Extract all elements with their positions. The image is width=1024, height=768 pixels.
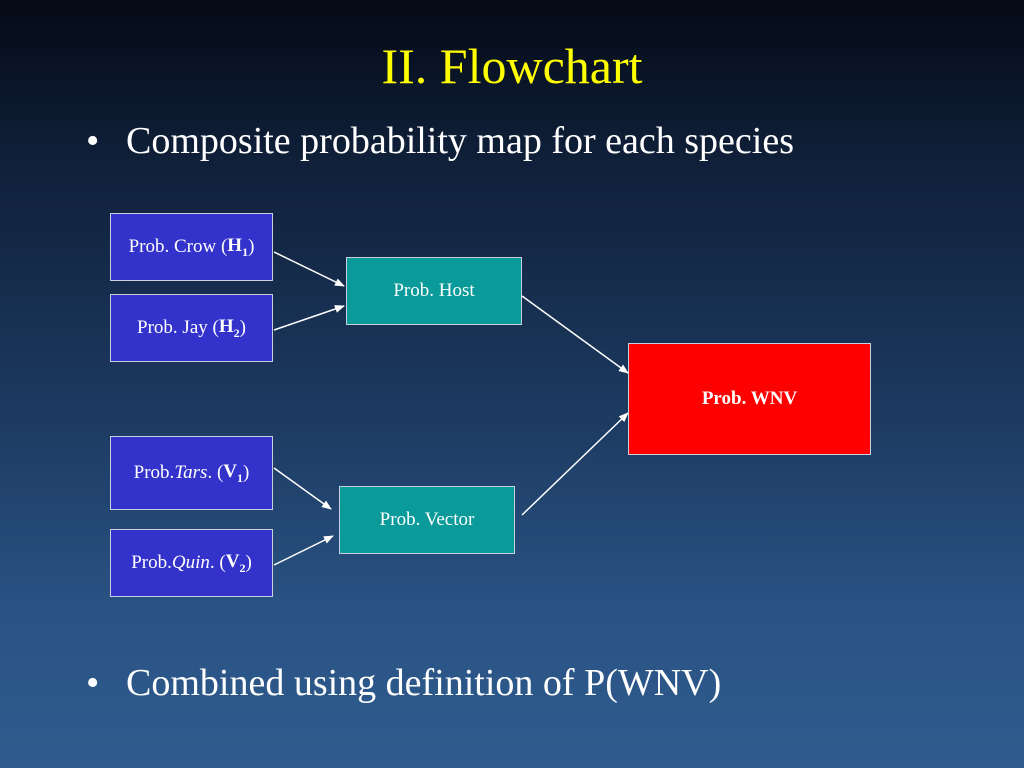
arrow-crow-to-host	[273, 251, 345, 287]
node-prob-host: Prob. Host	[346, 257, 522, 325]
bullet-marker: •	[86, 662, 100, 704]
arrow-jay-to-host	[273, 305, 345, 331]
node-prob-tars-var: V1	[223, 460, 243, 485]
arrow-quin-to-vector	[273, 535, 334, 566]
node-prob-tars-species: Tars	[174, 462, 208, 483]
node-prob-quin-species: Quin	[171, 552, 210, 573]
node-prob-tars-close: )	[243, 462, 250, 483]
node-prob-tars-label: Prob.	[133, 462, 175, 483]
node-prob-crow-label: Prob. Crow (	[128, 236, 228, 257]
node-prob-quin-close: )	[245, 552, 252, 573]
bullet-1-text: Composite probability map for each speci…	[126, 120, 794, 162]
node-prob-jay-label: Prob. Jay (	[137, 317, 219, 338]
slide-title: II. Flowchart	[381, 38, 643, 94]
arrow-tars-to-vector	[273, 467, 332, 510]
node-prob-tars-sep: . (	[207, 462, 224, 483]
bullet-2-text: Combined using definition of P(WNV)	[126, 662, 722, 704]
node-prob-quin-sep: . (	[209, 552, 226, 573]
node-prob-jay-var: H2	[218, 315, 240, 340]
node-prob-crow: Prob. Crow (H1)	[110, 213, 273, 281]
bullet-1: • Composite probability map for each spec…	[86, 118, 794, 164]
node-prob-crow-var: H1	[227, 234, 249, 259]
bullet-marker: •	[86, 120, 100, 162]
node-prob-jay: Prob. Jay (H2)	[110, 294, 273, 362]
arrow-vector-to-wnv	[521, 412, 629, 516]
node-prob-jay-close: )	[239, 317, 246, 338]
node-prob-wnv: Prob. WNV	[628, 343, 871, 455]
node-prob-quin-var: V2	[225, 550, 246, 575]
node-prob-quin: Prob. Quin. (V2)	[110, 529, 273, 597]
arrow-host-to-wnv	[521, 295, 629, 374]
node-prob-quin-label: Prob.	[131, 552, 172, 573]
node-prob-crow-close: )	[248, 236, 255, 257]
node-prob-vector: Prob. Vector	[339, 486, 515, 554]
bullet-2: • Combined using definition of P(WNV)	[86, 660, 721, 706]
node-prob-tars: Prob. Tars. (V1)	[110, 436, 273, 510]
